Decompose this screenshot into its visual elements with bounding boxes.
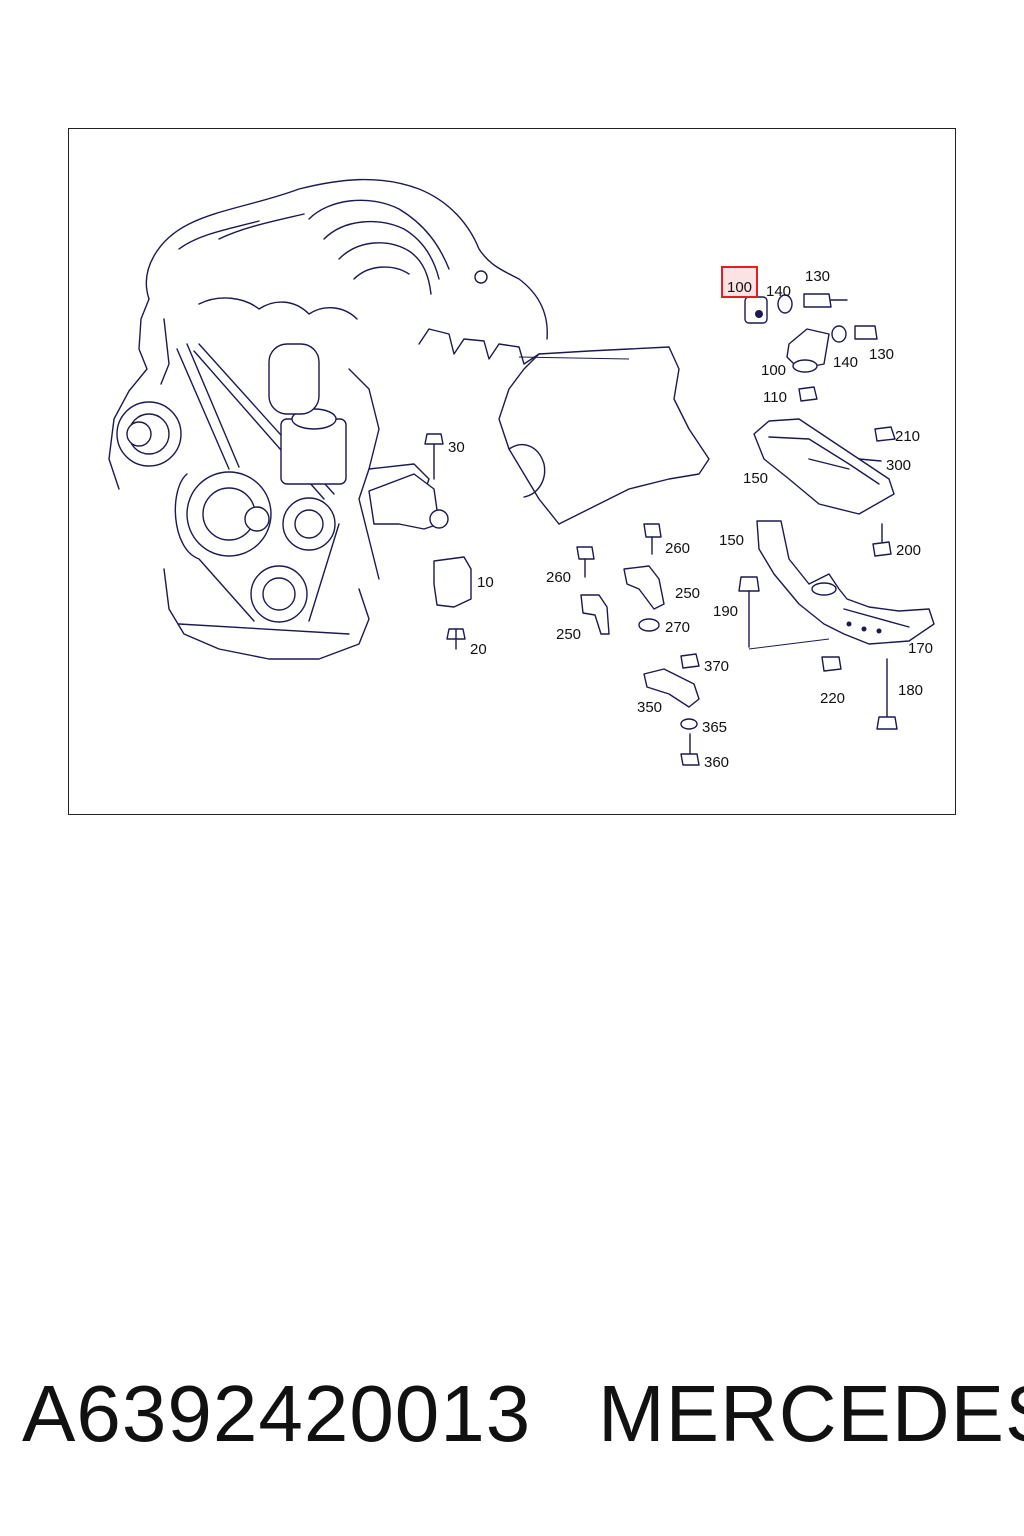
callout-20: 20 [470,641,487,658]
callout-190: 190 [713,603,738,620]
callout-150: 150 [719,532,744,549]
small-brackets [576,523,700,766]
callout-10: 10 [477,574,494,591]
callout-labels: 100 140 130 100 140 130 110 210 300 150 … [448,266,933,771]
part-number: A6392420013 [22,1369,532,1458]
callout-130: 130 [869,346,894,363]
callout-250: 250 [675,585,700,602]
rear-mount-parts [744,293,878,402]
callout-30: 30 [448,439,465,456]
callout-350: 350 [637,699,662,716]
callout-360: 360 [704,754,729,771]
engine-drawing [108,178,710,660]
callout-100-highlighted[interactable]: 100 [727,279,752,296]
callout-140: 140 [766,283,791,300]
callout-300: 300 [886,457,911,474]
callout-130: 130 [805,268,830,285]
highlighted-callout-box[interactable] [721,266,758,298]
callout-140: 140 [833,354,858,371]
callout-365: 365 [702,719,727,736]
callout-110: 110 [763,389,787,406]
callout-270: 270 [665,619,690,636]
callout-150: 150 [743,470,768,487]
callout-220: 220 [820,690,845,707]
callout-260: 260 [665,540,690,557]
brand-name: MERCEDES [598,1369,1024,1458]
callout-170: 170 [908,640,933,657]
callout-180: 180 [898,682,923,699]
diagram-frame: 100 140 130 100 140 130 110 210 300 150 … [68,128,956,815]
callout-260: 260 [546,569,571,586]
parts-diagram: 100 140 130 100 140 130 110 210 300 150 … [108,178,935,771]
callout-370: 370 [704,658,729,675]
callout-250: 250 [556,626,581,643]
callout-200: 200 [896,542,921,559]
caption: A6392420013 MERCEDES [0,1368,1024,1478]
crossmember-parts [738,418,935,730]
front-engine-mount [368,433,472,650]
callout-210: 210 [895,428,920,445]
callout-100: 100 [761,362,786,379]
